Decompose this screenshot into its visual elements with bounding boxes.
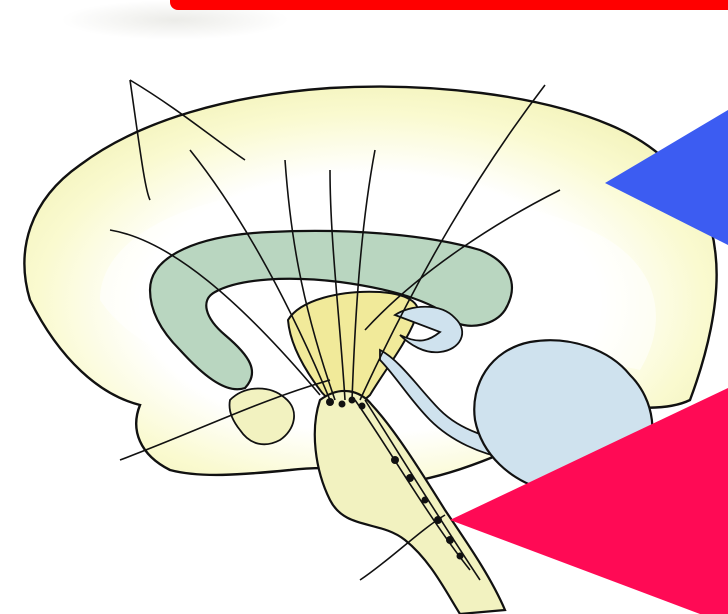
brain-sagittal-diagram: [0, 0, 728, 614]
